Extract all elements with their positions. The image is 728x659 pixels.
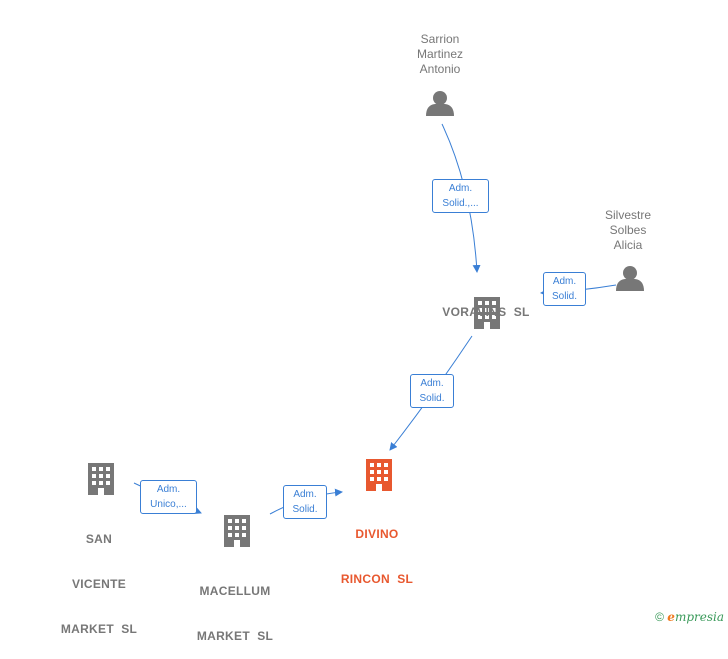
brand-logo: empresia: [667, 610, 724, 624]
node-label-san-vicente[interactable]: SAN VICENTE MARKET SL: [60, 532, 138, 636]
person-icon[interactable]: [426, 91, 454, 116]
node-label-macellum[interactable]: MACELLUM MARKET SL: [196, 584, 274, 643]
node-label-silvestre[interactable]: Silvestre Solbes Alicia: [604, 208, 651, 252]
node-label-voravins[interactable]: VORAVINS SL: [442, 305, 530, 319]
brand-footer: © empresia: [655, 610, 724, 624]
copyright-icon: ©: [655, 610, 664, 624]
building-icon-focus[interactable]: [366, 459, 392, 491]
building-icon[interactable]: [474, 297, 500, 329]
person-icon[interactable]: [616, 266, 644, 291]
network-diagram: [88, 91, 644, 547]
edge-label-sanvicente-macellum[interactable]: Adm. Unico,...: [140, 480, 197, 514]
building-icon[interactable]: [224, 515, 250, 547]
edge-label-sarrion-voravins[interactable]: Adm. Solid.,...: [432, 179, 489, 213]
edge-label-silvestre-voravins[interactable]: Adm. Solid.: [543, 272, 586, 306]
node-label-divino[interactable]: DIVINO RINCON SL: [340, 527, 414, 586]
node-label-sarrion[interactable]: Sarrion Martinez Antonio: [416, 32, 463, 76]
edge-label-voravins-divino[interactable]: Adm. Solid.: [410, 374, 454, 408]
building-icon[interactable]: [88, 463, 114, 495]
edge-label-macellum-divino[interactable]: Adm. Solid.: [283, 485, 327, 519]
